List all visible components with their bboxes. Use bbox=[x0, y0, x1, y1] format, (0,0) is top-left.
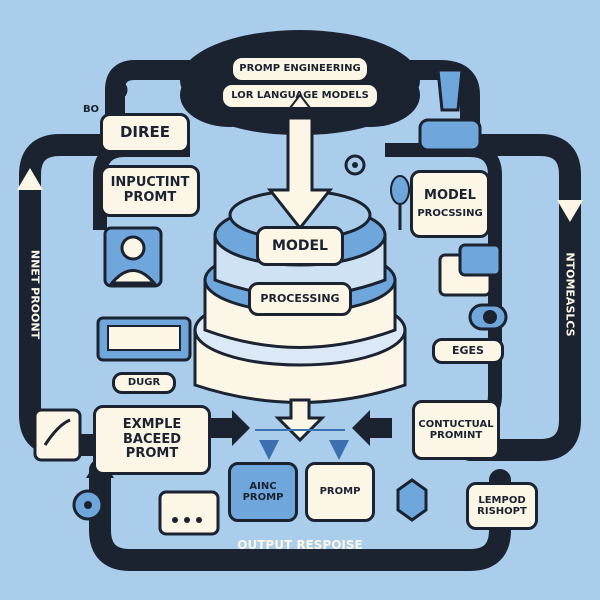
processing-center-box: PROCESSING bbox=[248, 282, 352, 316]
lempod-rishopt-box: LEMPOD RISHOPT bbox=[466, 482, 538, 530]
title-line-2: LOR LANGUAGE MODELS bbox=[231, 90, 369, 102]
keyboard-icon bbox=[96, 316, 192, 362]
right-pointing-arrow bbox=[210, 410, 250, 446]
right-loop-arrowhead bbox=[557, 200, 583, 222]
leaf-doc-icon bbox=[33, 408, 82, 462]
dugr-box: DUGR bbox=[112, 372, 176, 394]
left-loop-arrowhead bbox=[17, 168, 43, 190]
flower-icon bbox=[72, 489, 104, 521]
contextual-prompt-box: CONTUCTUAL PROMINT bbox=[412, 400, 500, 460]
example-prompt-box: EXMPLE BACEED PROMT bbox=[93, 405, 211, 475]
toggle-icon bbox=[468, 303, 508, 331]
ainc-prompt-box: AINC PROMP bbox=[228, 462, 298, 522]
input-prompt-box: INPUCTINT PROMT bbox=[100, 165, 200, 217]
lab-flask-icon bbox=[418, 68, 482, 152]
promp-box: PROMP bbox=[305, 462, 375, 522]
eges-box: EGES bbox=[432, 338, 504, 364]
hex-network-icon bbox=[396, 478, 428, 522]
bo-label: BO bbox=[82, 104, 100, 116]
model-center-box: MODEL bbox=[256, 226, 344, 266]
screens-icon bbox=[438, 243, 502, 297]
model-right-label: MODEL bbox=[424, 187, 476, 203]
output-response-label: OUTPUT RESPOISE bbox=[237, 538, 363, 553]
location-pin-icon bbox=[108, 80, 128, 100]
diree-box: DIREE bbox=[100, 113, 190, 153]
bottom-loop bbox=[89, 459, 511, 571]
processing-right-label: PROCSSING bbox=[417, 207, 483, 219]
right-small-down-arrow bbox=[329, 440, 349, 460]
left-vertical-label: NNET PROONT bbox=[28, 249, 42, 340]
title-line-1: PROMP ENGINEERING bbox=[239, 63, 361, 75]
title-box-1 bbox=[231, 56, 369, 82]
central-down-arrow bbox=[266, 93, 334, 231]
left-pointing-arrow bbox=[352, 410, 392, 446]
right-vertical-label: NTOMEASLCS bbox=[563, 252, 577, 337]
gear-icon bbox=[344, 154, 366, 176]
plant-icon bbox=[390, 175, 410, 230]
left-small-down-arrow bbox=[259, 440, 279, 460]
top-left-loop bbox=[105, 60, 250, 140]
user-icon bbox=[103, 226, 163, 288]
chat-dots-icon bbox=[158, 490, 220, 536]
outer-loop-right bbox=[459, 134, 581, 461]
model-processing-right-box: MODEL PROCSSING bbox=[410, 170, 490, 238]
